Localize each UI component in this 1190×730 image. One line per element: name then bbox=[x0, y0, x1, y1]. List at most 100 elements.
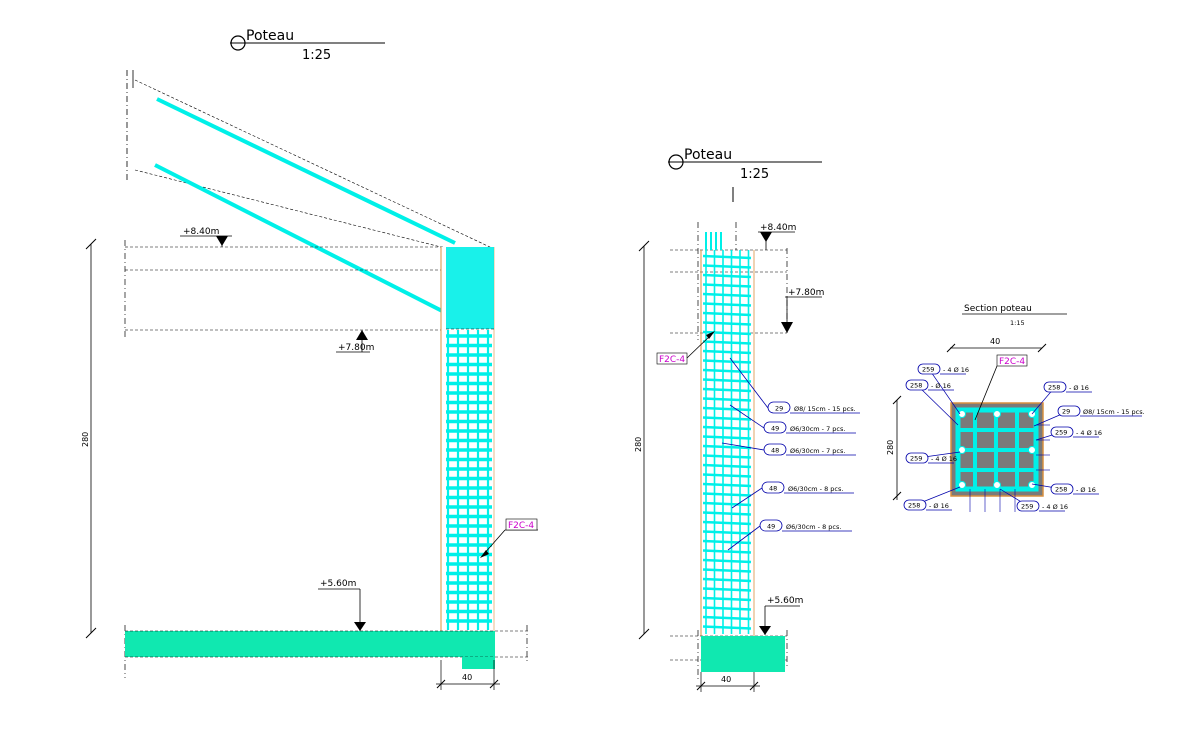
longitudinal-bar bbox=[993, 481, 1001, 489]
stirrup bbox=[702, 283, 752, 288]
bar-desc: Ø6/30cm - 7 pcs. bbox=[790, 425, 845, 433]
section-bar-callout: 258- Ø 16 bbox=[903, 486, 961, 511]
middle-column-bars bbox=[705, 232, 750, 634]
bar-mark: 258 bbox=[1048, 384, 1060, 392]
section-rebar bbox=[955, 407, 1050, 512]
section-view: Section poteau 1:15 40 280 F2C-4 259- 4 … bbox=[886, 304, 1145, 512]
bar-mark: 259 bbox=[1055, 429, 1067, 437]
bar-desc: Ø8/ 15cm - 15 pcs. bbox=[794, 405, 856, 413]
middle-dim-height: 280 bbox=[634, 437, 643, 452]
middle-view: Poteau 1:25 +8.40m +7.80m 280 F2C-4 bbox=[634, 147, 860, 692]
longitudinal-bar bbox=[1028, 446, 1036, 454]
stirrup bbox=[702, 482, 752, 488]
stirrup bbox=[702, 302, 752, 307]
stirrup bbox=[702, 397, 752, 402]
bar-mark: 29 bbox=[1062, 408, 1070, 416]
stirrup bbox=[702, 558, 752, 564]
stirrup bbox=[702, 539, 752, 545]
stirrup bbox=[702, 520, 752, 526]
section-bar-callout: 259 - 4 Ø 16 bbox=[905, 451, 961, 464]
bar-mark: 259 bbox=[1021, 503, 1033, 511]
section-bar-callout: 258 - Ø 16 bbox=[1031, 381, 1092, 415]
bar-desc: - 4 Ø 16 bbox=[1076, 429, 1102, 437]
stirrup bbox=[702, 435, 752, 440]
left-title: Poteau 1:25 bbox=[230, 28, 385, 63]
bar-callout: 49 Ø6/30cm - 7 pcs. bbox=[729, 404, 856, 434]
bar-desc: - 4 Ø 16 bbox=[1042, 503, 1068, 511]
stirrup bbox=[702, 615, 752, 621]
bar-mark: 258 bbox=[1055, 486, 1067, 494]
left-title-scale: 1:25 bbox=[302, 48, 331, 63]
stirrup bbox=[702, 387, 752, 393]
stirrup bbox=[702, 511, 752, 516]
middle-dim-width: 40 bbox=[721, 675, 731, 684]
bar-mark: 259 bbox=[910, 455, 922, 463]
stirrup bbox=[702, 596, 752, 602]
bar-callout: 29 Ø8/ 15cm - 15 pcs. bbox=[729, 357, 860, 414]
section-bar-callout: 258- Ø 16 bbox=[905, 379, 959, 426]
longitudinal-bar bbox=[958, 410, 966, 418]
stirrup bbox=[702, 463, 752, 469]
stirrup bbox=[702, 606, 752, 611]
section-tag: F2C-4 bbox=[999, 357, 1025, 367]
stirrup bbox=[702, 321, 752, 326]
bar-mark: 49 bbox=[771, 425, 779, 433]
bar-desc: - Ø 16 bbox=[1069, 384, 1089, 392]
section-bar-callout: 259 - 4 Ø 16 bbox=[917, 363, 969, 415]
bar-mark: 258 bbox=[910, 382, 922, 390]
bar-desc: - 4 Ø 16 bbox=[931, 455, 957, 463]
stirrup bbox=[702, 416, 752, 421]
left-dim-height: 280 bbox=[81, 432, 90, 447]
section-bar-callout: 258- Ø 16 bbox=[1031, 483, 1099, 495]
middle-title-name: Poteau bbox=[684, 147, 732, 163]
stirrup bbox=[702, 444, 752, 450]
stirrup bbox=[702, 292, 752, 298]
stirrup bbox=[702, 568, 752, 573]
left-title-name: Poteau bbox=[246, 28, 294, 44]
middle-title: Poteau 1:25 bbox=[668, 147, 822, 182]
middle-column-stirrups bbox=[702, 254, 752, 630]
section-bar-callout: 259 - 4 Ø 16 bbox=[1035, 426, 1102, 441]
left-level-mid: +7.80m bbox=[338, 343, 374, 353]
section-title-name: Section poteau bbox=[964, 304, 1032, 314]
stirrup bbox=[702, 273, 752, 279]
stirrup bbox=[702, 330, 752, 336]
bar-mark: 49 bbox=[767, 523, 775, 531]
bar-mark: 29 bbox=[775, 405, 783, 413]
section-dim-width: 40 bbox=[990, 337, 1000, 346]
bar-mark: 259 bbox=[922, 366, 934, 374]
stirrup bbox=[702, 264, 752, 269]
middle-level-bottom: +5.60m bbox=[767, 596, 803, 606]
stirrup bbox=[702, 340, 752, 345]
left-dim-width: 40 bbox=[462, 673, 472, 682]
stirrup bbox=[702, 454, 752, 459]
stirrup bbox=[702, 254, 752, 260]
longitudinal-bar bbox=[958, 481, 966, 489]
left-view: Poteau 1:25 +8.40m +7.80m 280 bbox=[81, 28, 538, 690]
bar-desc: Ø6/30cm - 7 pcs. bbox=[790, 447, 845, 455]
longitudinal-bar bbox=[993, 410, 1001, 418]
stirrup bbox=[702, 311, 752, 317]
bar-desc: Ø6/30cm - 8 pcs. bbox=[788, 485, 843, 493]
middle-slab bbox=[701, 636, 785, 672]
stirrup bbox=[702, 549, 752, 554]
section-title-scale: 1:15 bbox=[1010, 319, 1025, 327]
left-level-bottom: +5.60m bbox=[320, 579, 356, 589]
bar-mark: 48 bbox=[771, 447, 779, 455]
stirrup bbox=[702, 359, 752, 364]
stirrup bbox=[702, 349, 752, 355]
longitudinal-bar bbox=[1028, 481, 1036, 489]
left-slab bbox=[125, 631, 495, 657]
left-tag: F2C-4 bbox=[508, 521, 534, 531]
bar-callout: 48 Ø6/30cm - 7 pcs. bbox=[721, 442, 856, 456]
stirrup bbox=[702, 473, 752, 478]
longitudinal-bar bbox=[958, 446, 966, 454]
middle-tag: F2C-4 bbox=[659, 355, 685, 365]
bar-desc: - 4 Ø 16 bbox=[943, 366, 969, 374]
